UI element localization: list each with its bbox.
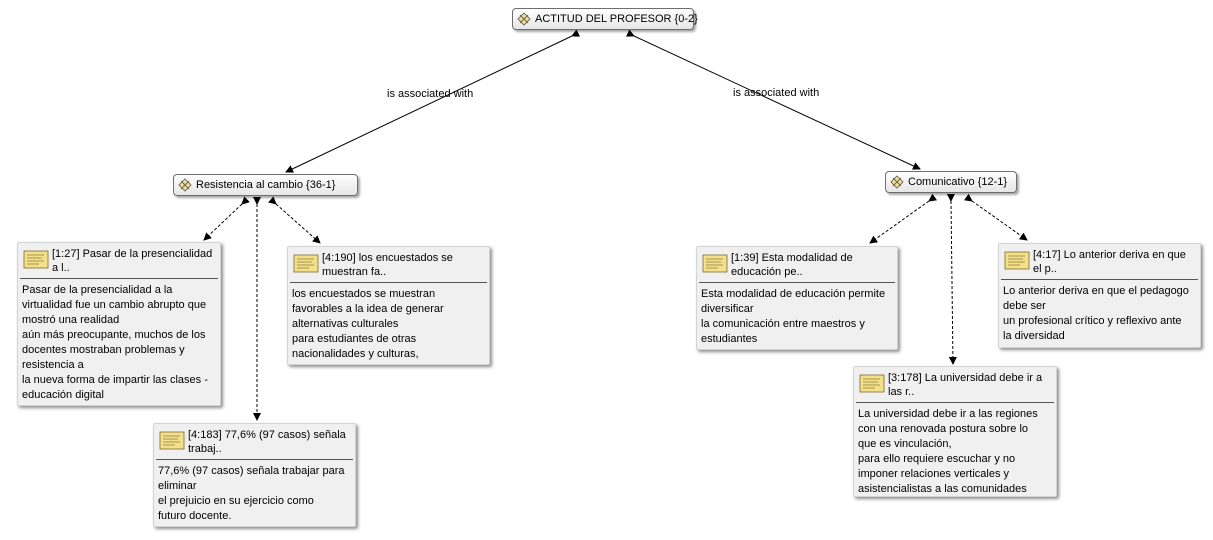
quotation-text: Pasar de la presencialidad a la virtuali…	[22, 284, 208, 401]
code-label: Resistencia al cambio {36-1}	[196, 179, 336, 191]
code-label: ACTITUD DEL PROFESOR {0-2}	[535, 13, 698, 25]
edge-label-left: is associated with	[387, 88, 474, 100]
quotation-icon	[1004, 251, 1030, 270]
edge-root-resistencia	[285, 29, 581, 173]
quotation-title: [4:17] Lo anterior deriva en que el p..	[1033, 249, 1186, 275]
quotation-title: [1:39] Esta modalidad de educación pe..	[731, 252, 853, 278]
quotation-node-1-39[interactable]: [1:39] Esta modalidad de educación pe.. …	[696, 246, 898, 350]
edge-comunicativo-q1-39	[869, 193, 938, 244]
quotation-icon	[159, 431, 185, 450]
quotation-node-3-178[interactable]: [3:178] La universidad debe ir a las r..…	[853, 366, 1057, 497]
quotation-icon	[293, 254, 319, 273]
quotation-icon	[859, 374, 885, 393]
code-icon	[178, 178, 192, 192]
edge-label-right: is associated with	[733, 87, 820, 99]
edge-resistencia-q1-27	[203, 196, 250, 241]
quotation-icon	[702, 254, 728, 273]
quotation-text: La universidad debe ir a las regiones co…	[858, 408, 1038, 495]
code-icon	[517, 12, 531, 26]
quotation-title: [3:178] La universidad debe ir a las r..	[888, 372, 1043, 398]
quotation-node-4-17[interactable]: [4:17] Lo anterior deriva en que el p.. …	[998, 243, 1201, 348]
quotation-icon	[23, 250, 49, 269]
quotation-node-4-183[interactable]: [4:183] 77,6% (97 casos) señala trabaj..…	[153, 423, 356, 527]
quotation-node-4-190[interactable]: [4:190] los encuestados se muestran fa..…	[287, 246, 490, 365]
quotation-text: 77,6% (97 casos) señala trabajar para el…	[158, 465, 345, 522]
quotation-text: Lo anterior deriva en que el pedagogo de…	[1003, 285, 1189, 342]
quotation-title: [4:183] 77,6% (97 casos) señala trabaj..	[188, 429, 346, 455]
quotation-title: [4:190] los encuestados se muestran fa..	[322, 252, 453, 278]
edge-resistencia-q4-190	[268, 196, 321, 244]
edge-comunicativo-q3-178	[946, 193, 957, 365]
edge-root-comunicativo	[625, 29, 921, 170]
code-label: Comunicativo {12-1}	[908, 176, 1008, 188]
code-node-resistencia-al-cambio[interactable]: Resistencia al cambio {36-1}	[173, 174, 358, 196]
code-node-comunicativo[interactable]: Comunicativo {12-1}	[885, 171, 1017, 193]
code-node-actitud-del-profesor[interactable]: ACTITUD DEL PROFESOR {0-2}	[512, 8, 698, 30]
quotation-text: los encuestados se muestran favorables a…	[292, 288, 444, 360]
edge-comunicativo-q4-17	[963, 193, 1028, 241]
quotation-text: Esta modalidad de educación permite dive…	[701, 288, 886, 345]
code-icon	[890, 175, 904, 189]
quotation-title: [1:27] Pasar de la presencialidad a l..	[52, 248, 213, 274]
quotation-node-1-27[interactable]: [1:27] Pasar de la presencialidad a l.. …	[17, 242, 221, 406]
